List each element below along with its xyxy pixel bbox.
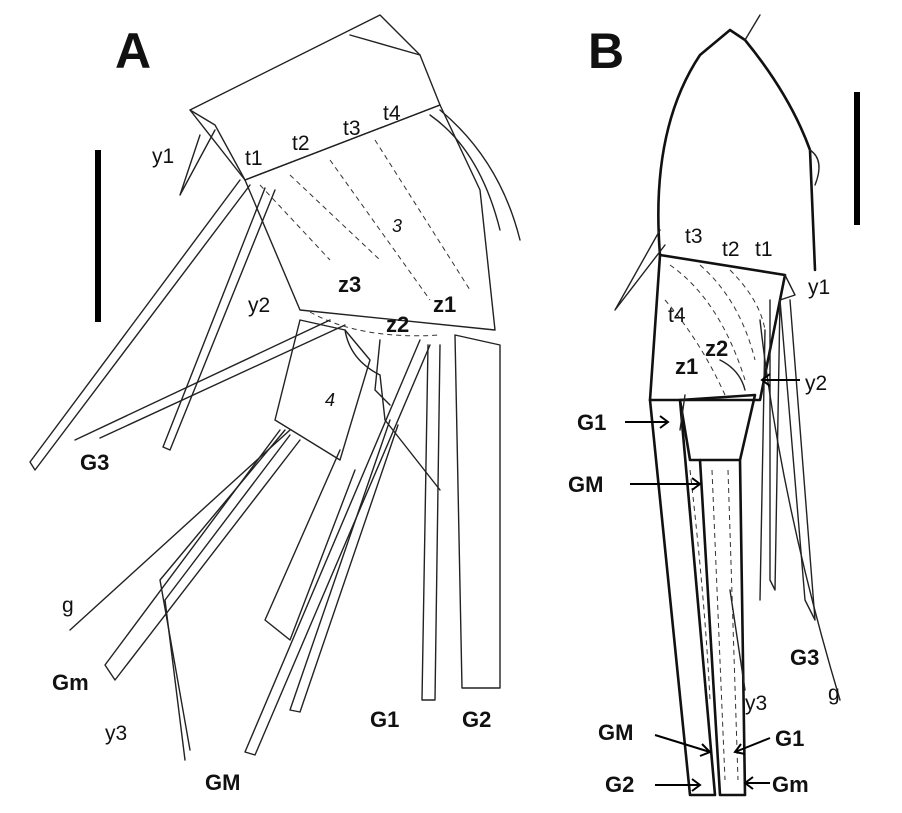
panel-b-label-G1-lower: G1: [775, 726, 804, 751]
panel-b-label-G1: G1: [577, 410, 606, 435]
panel-b-label-G2: G2: [605, 772, 634, 797]
panel-b-label-t1: t1: [755, 238, 773, 261]
panel-a-label-z2: z2: [386, 312, 409, 337]
panel-b-proximal-segment: [614, 14, 820, 311]
panel-a-label-t1: t1: [245, 147, 263, 170]
panel-a-terminal-plates: [244, 334, 501, 756]
panel-b-label-Gm: Gm: [772, 772, 809, 797]
panel-b-arrows: [625, 373, 800, 792]
panel-b-middle-segment: [648, 253, 796, 402]
panel-a-label-G3: G3: [80, 450, 109, 475]
panel-b-label-G3: G3: [790, 645, 819, 670]
panel-b-label-GM: GM: [568, 472, 603, 497]
panel-b-letter: B: [588, 23, 624, 79]
panel-b-label-y3: y3: [745, 692, 767, 715]
panel-a-label-G2: G2: [462, 707, 491, 732]
panel-a-segment-4-label: 4: [325, 390, 335, 410]
panel-b-distal-segment: [678, 393, 757, 462]
panel-b-label-t4: t4: [668, 304, 686, 327]
panel-a-segment-2: [189, 14, 441, 181]
panel-a-label-z3: z3: [338, 272, 361, 297]
panel-b-label-g: g: [828, 682, 840, 705]
panel-a-label-t3: t3: [343, 117, 361, 140]
panel-b-label-z2: z2: [705, 336, 728, 361]
panel-a-segment-3-label: 3: [392, 216, 402, 236]
panel-a-label-t4: t4: [383, 102, 401, 125]
panel-a-segment-3: [244, 104, 496, 337]
panel-a-label-GM: GM: [205, 770, 240, 795]
panel-b: B: [568, 14, 860, 797]
panel-b-label-t3: t3: [685, 225, 703, 248]
panel-b-label-t2: t2: [722, 238, 740, 261]
panel-b-label-GM-lower: GM: [598, 720, 633, 745]
panel-a-label-y2: y2: [248, 294, 270, 317]
panel-b-label-z1: z1: [675, 354, 698, 379]
panel-b-terminal-plates: [648, 398, 747, 797]
panel-a-label-y3: y3: [105, 722, 127, 745]
panel-b-setae: [679, 299, 841, 701]
panel-b-label-y1: y1: [808, 276, 830, 299]
panel-a-label-z1: z1: [433, 292, 456, 317]
panel-a-label-t2: t2: [292, 132, 310, 155]
panel-a-setae: [29, 109, 521, 761]
panel-b-label-y2: y2: [805, 372, 827, 395]
panel-a-letter: A: [115, 23, 151, 79]
panel-a-label-G1: G1: [370, 707, 399, 732]
panel-a-label-Gm: Gm: [52, 670, 89, 695]
panel-a: A: [29, 14, 521, 795]
panel-a-label-y1: y1: [152, 145, 174, 168]
panel-a-label-g: g: [62, 594, 74, 617]
panel-a-segment-4: [274, 319, 371, 461]
